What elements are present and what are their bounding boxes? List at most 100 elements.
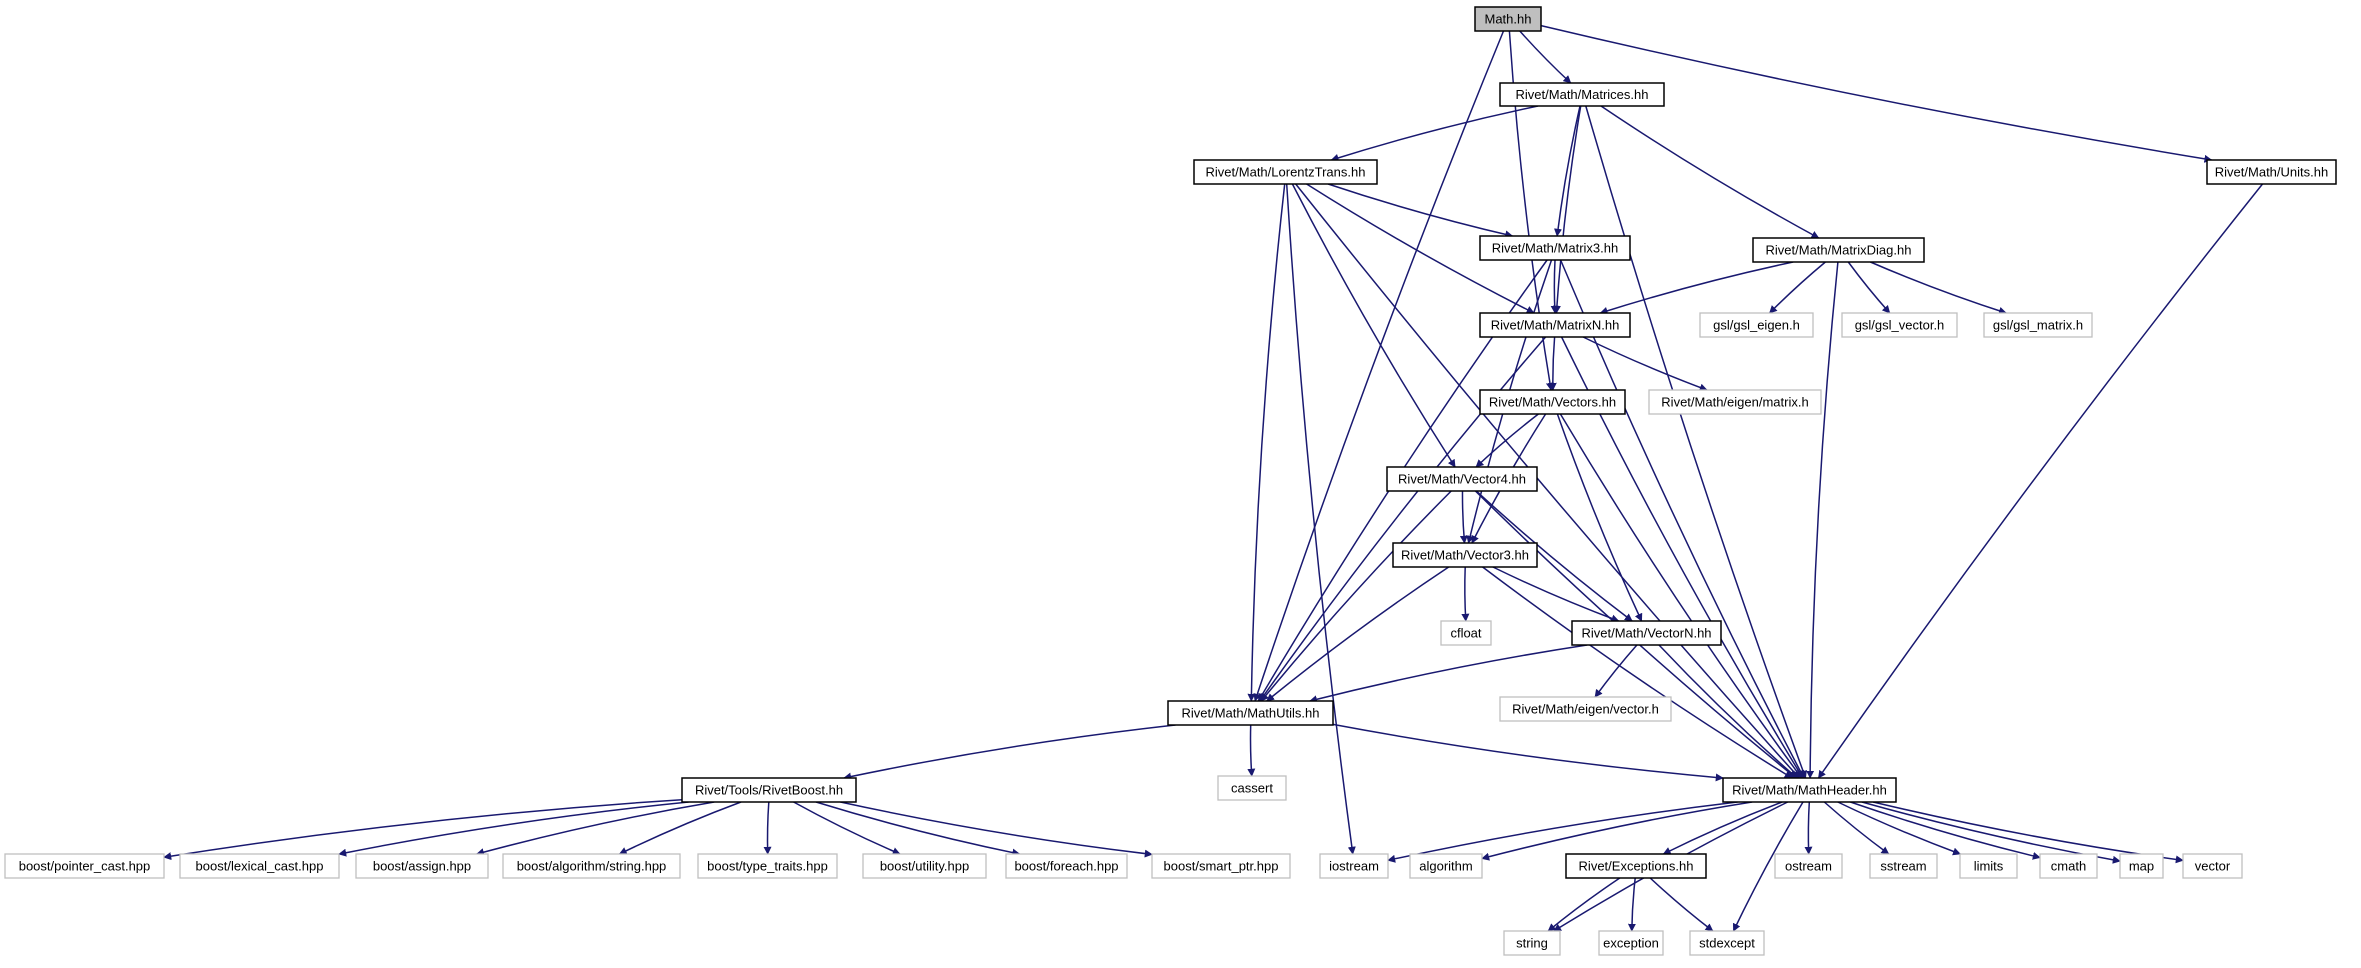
node-string: string [1503, 930, 1561, 956]
node-box-stdexcept [1689, 930, 1765, 956]
edge-vectors-to-vectorn [1556, 413, 1643, 622]
node-label-mathheader: Rivet/Math/MathHeader.hh [1732, 783, 1887, 798]
node-box-eigen_vector [1499, 696, 1672, 722]
node-box-matrixn [1479, 312, 1631, 338]
edge-mathheader-to-stdexcept [1732, 801, 1804, 932]
edge-matrices-to-lorentz [1330, 105, 1539, 162]
edge-vectorn-to-mathheader [1658, 644, 1798, 779]
node-sstream: sstream [1869, 853, 1938, 879]
node-box-map [2119, 853, 2164, 879]
node-label-eigen_matrix: Rivet/Math/eigen/matrix.h [1661, 395, 1808, 410]
edge-matrixn-to-mathutils [1259, 336, 1547, 702]
node-label-ostream: ostream [1785, 859, 1832, 874]
node-mathutils[interactable]: Rivet/Math/MathUtils.hh [1167, 700, 1334, 726]
node-cmath: cmath [2039, 853, 2098, 879]
node-vectorn[interactable]: Rivet/Math/VectorN.hh [1571, 620, 1722, 646]
node-vector4[interactable]: Rivet/Math/Vector4.hh [1386, 466, 1538, 492]
node-box-iostream [1319, 853, 1389, 879]
edge-matrixdiag-to-mathheader [1806, 261, 1839, 779]
node-label-map: map [2129, 859, 2154, 874]
node-label-exceptions: Rivet/Exceptions.hh [1579, 859, 1694, 874]
node-exceptions[interactable]: Rivet/Exceptions.hh [1565, 853, 1707, 879]
edge-vector3-to-vectorn [1492, 566, 1620, 623]
node-box-type_traits [697, 853, 838, 879]
node-box-rivetboost [681, 777, 857, 803]
node-box-eigen_matrix [1648, 389, 1822, 415]
node-mathheader[interactable]: Rivet/Math/MathHeader.hh [1722, 777, 1897, 803]
node-label-exception: exception [1603, 936, 1659, 951]
edge-vector3-to-mathutils [1266, 566, 1450, 702]
edge-mathheader-to-sstream [1823, 801, 1890, 855]
node-matrixn[interactable]: Rivet/Math/MatrixN.hh [1479, 312, 1631, 338]
node-eigen_vector: Rivet/Math/eigen/vector.h [1499, 696, 1672, 722]
node-box-mathheader [1722, 777, 1897, 803]
edge-lorentz-to-vector4 [1291, 183, 1456, 468]
edge-math-to-units [1540, 24, 2213, 163]
node-label-matrices: Rivet/Math/Matrices.hh [1516, 87, 1649, 102]
edge-layer [163, 24, 2264, 932]
node-units[interactable]: Rivet/Math/Units.hh [2206, 159, 2337, 185]
node-label-utility: boost/utility.hpp [880, 859, 969, 874]
node-label-lorentz: Rivet/Math/LorentzTrans.hh [1206, 165, 1366, 180]
node-vector3[interactable]: Rivet/Math/Vector3.hh [1392, 542, 1538, 568]
edge-vector3-to-cfloat [1461, 566, 1470, 622]
node-eigen_matrix: Rivet/Math/eigen/matrix.h [1648, 389, 1822, 415]
node-matrix3[interactable]: Rivet/Math/Matrix3.hh [1479, 235, 1631, 261]
node-matrices[interactable]: Rivet/Math/Matrices.hh [1499, 82, 1665, 107]
edge-units-to-mathheader [1817, 183, 2264, 779]
node-rivetboost[interactable]: Rivet/Tools/RivetBoost.hh [681, 777, 857, 803]
node-lorentz[interactable]: Rivet/Math/LorentzTrans.hh [1193, 159, 1378, 185]
edge-math-to-matrices [1519, 30, 1572, 84]
node-label-mathutils: Rivet/Math/MathUtils.hh [1182, 706, 1320, 721]
edge-matrices-to-matrix3 [1554, 105, 1581, 237]
node-label-units: Rivet/Math/Units.hh [2215, 165, 2328, 180]
node-box-gsl_vector [1841, 312, 1958, 338]
edge-vector4-to-vector3 [1459, 490, 1468, 544]
edge-exceptions-to-string [1547, 877, 1621, 932]
node-label-eigen_vector: Rivet/Math/eigen/vector.h [1512, 702, 1659, 717]
edge-mathheader-to-ostream [1804, 801, 1813, 855]
node-label-foreach: boost/foreach.hpp [1014, 859, 1118, 874]
edge-matrixdiag-to-matrixn [1599, 261, 1794, 315]
edge-matrixdiag-to-gsl_matrix [1870, 261, 2007, 315]
edge-rivetboost-to-smart_ptr [840, 801, 1153, 858]
node-label-vectorn: Rivet/Math/VectorN.hh [1581, 626, 1711, 641]
node-box-units [2206, 159, 2337, 185]
node-matrixdiag[interactable]: Rivet/Math/MatrixDiag.hh [1752, 237, 1925, 263]
node-lexical_cast: boost/lexical_cast.hpp [179, 853, 340, 879]
edge-math-to-mathutils [1253, 30, 1505, 702]
node-box-lexical_cast [179, 853, 340, 879]
node-vectors[interactable]: Rivet/Math/Vectors.hh [1479, 389, 1626, 415]
node-label-cmath: cmath [2051, 859, 2086, 874]
edge-vectorn-to-mathutils [1309, 644, 1588, 704]
node-box-alg_string [502, 853, 681, 879]
node-pointer_cast: boost/pointer_cast.hpp [4, 853, 165, 879]
node-label-vector4: Rivet/Math/Vector4.hh [1398, 472, 1526, 487]
edge-lorentz-to-mathutils [1247, 183, 1286, 702]
edge-matrices-to-matrixdiag [1600, 105, 1820, 239]
node-label-sstream: sstream [1880, 859, 1926, 874]
node-box-vector [2182, 853, 2243, 879]
edge-mathheader-to-exceptions [1662, 801, 1783, 855]
edge-rivetboost-to-utility [793, 801, 901, 855]
node-gsl_vector: gsl/gsl_vector.h [1841, 312, 1958, 338]
edge-rivetboost-to-type_traits [763, 801, 772, 855]
node-math[interactable]: Math.hh [1474, 6, 1542, 32]
node-gsl_matrix: gsl/gsl_matrix.h [1983, 312, 2093, 338]
edge-rivetboost-to-lexical_cast [338, 801, 689, 857]
node-label-assign: boost/assign.hpp [373, 859, 471, 874]
node-label-matrixn: Rivet/Math/MatrixN.hh [1491, 318, 1620, 333]
node-utility: boost/utility.hpp [862, 853, 987, 879]
edge-lorentz-to-matrix3 [1327, 183, 1514, 239]
node-map: map [2119, 853, 2164, 879]
node-label-smart_ptr: boost/smart_ptr.hpp [1164, 859, 1279, 874]
node-ostream: ostream [1774, 853, 1843, 879]
node-label-vectors: Rivet/Math/Vectors.hh [1489, 395, 1616, 410]
node-layer: Math.hhRivet/Math/Matrices.hhRivet/Math/… [4, 6, 2337, 956]
edge-mathheader-to-limits [1837, 801, 1961, 856]
node-assign: boost/assign.hpp [355, 853, 489, 879]
edge-mathheader-to-cmath [1850, 801, 2041, 860]
node-label-rivetboost: Rivet/Tools/RivetBoost.hh [695, 783, 843, 798]
node-label-gsl_vector: gsl/gsl_vector.h [1855, 318, 1945, 333]
edge-rivetboost-to-foreach [815, 801, 1021, 857]
